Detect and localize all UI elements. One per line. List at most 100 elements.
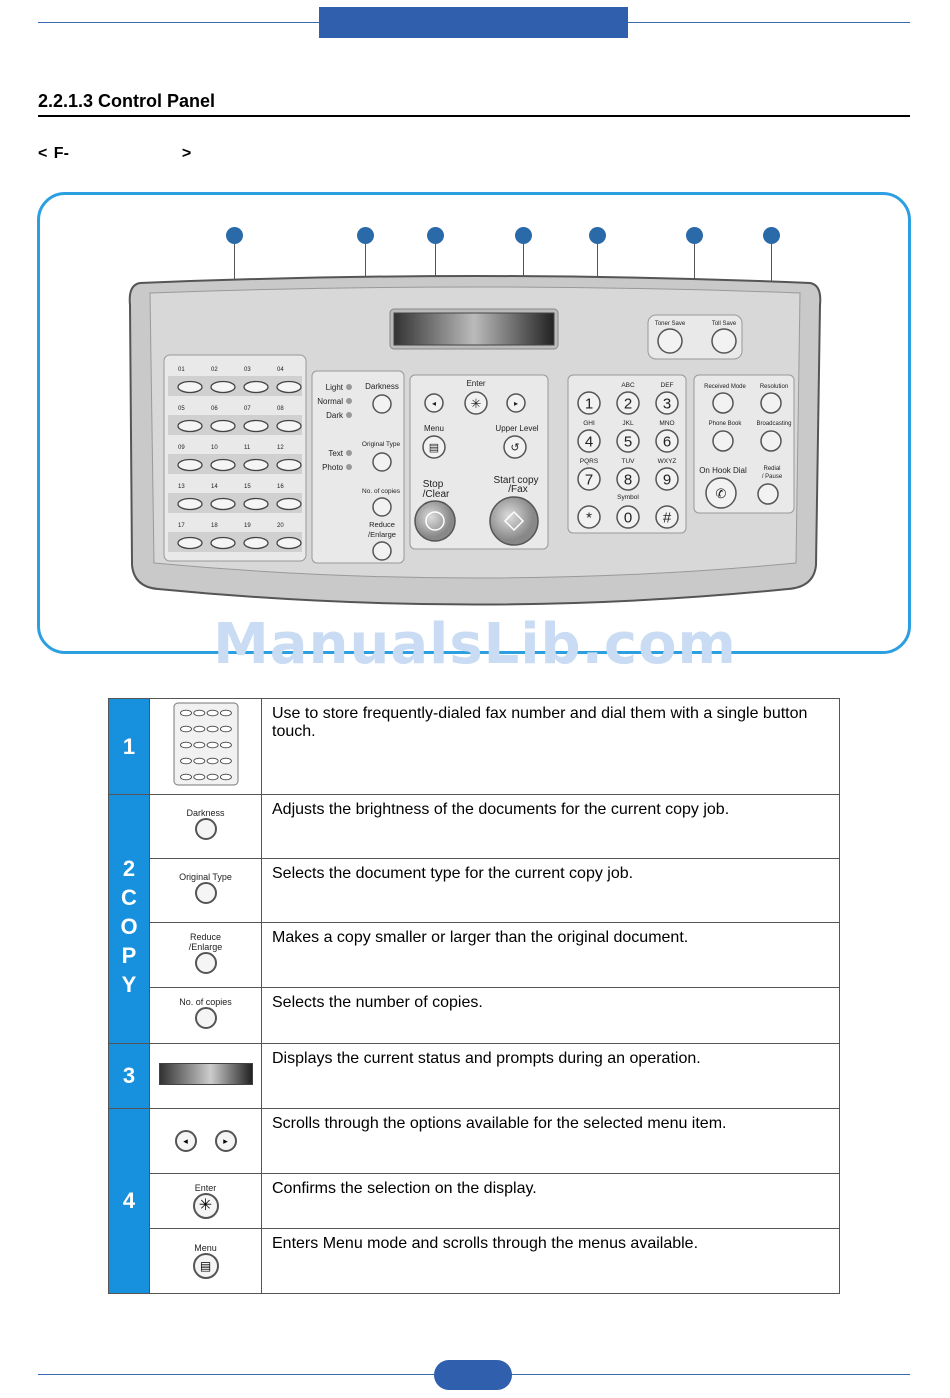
panel-label: ↺ <box>510 442 519 454</box>
panel-label: Start copy <box>493 475 538 486</box>
panel-label: 11 <box>244 445 251 451</box>
panel-label: Resolution <box>760 384 788 390</box>
mini-panel <box>173 702 238 786</box>
row-description: Scrolls through the options available fo… <box>261 1108 840 1174</box>
one-touch-key <box>243 380 269 394</box>
callout-line <box>694 236 695 318</box>
mini-key <box>179 757 192 765</box>
panel-label: 1 <box>585 396 593 413</box>
panel-label: Stop <box>423 479 444 490</box>
one-touch-key <box>210 380 236 394</box>
mini-key <box>206 725 219 733</box>
panel-label: GHI <box>583 420 595 427</box>
panel-label: Text <box>328 449 343 458</box>
toll-save-button <box>711 328 737 354</box>
panel-label: 13 <box>178 484 185 490</box>
panel-label: /Enlarge <box>368 530 396 539</box>
darkness-icon: Darkness <box>149 794 262 859</box>
indicator-led <box>346 412 352 418</box>
keypad-key <box>655 429 679 453</box>
stop-symbol <box>425 511 445 531</box>
panel-label: /Clear <box>423 489 450 500</box>
darkness-button <box>372 394 392 414</box>
row-description: Selects the number of copies. <box>261 987 840 1044</box>
panel-label: PQRS <box>580 458 599 465</box>
panel-label: Symbol <box>617 494 639 501</box>
mini-key <box>179 725 192 733</box>
panel-label: 02 <box>211 367 218 373</box>
keypad-key <box>577 467 601 491</box>
table-row: Original Type Selects the document type … <box>109 858 840 923</box>
reduce-enlarge-icon: Reduce /Enlarge <box>149 922 262 988</box>
keypad-key <box>616 505 640 529</box>
one-touch-keys-icon <box>149 698 262 795</box>
mini-key <box>192 725 205 733</box>
redial-pause-button <box>757 483 779 505</box>
panel-label: 19 <box>244 523 251 529</box>
keypad-key <box>616 429 640 453</box>
callout-marker <box>226 227 243 244</box>
keypad-key <box>577 505 601 529</box>
on-hook-dial-button <box>705 477 737 509</box>
mini-key <box>206 757 219 765</box>
mini-key <box>219 725 232 733</box>
indicator-led <box>346 384 352 390</box>
one-touch-key <box>243 497 269 511</box>
received-mode-button <box>712 392 734 414</box>
mini-key <box>179 709 192 717</box>
keypad-key <box>655 391 679 415</box>
panel-label: 3 <box>663 396 671 413</box>
callout-marker <box>515 227 532 244</box>
one-touch-key <box>276 458 302 472</box>
mini-key <box>206 709 219 717</box>
panel-label: 9 <box>663 472 671 489</box>
panel-label: 08 <box>277 406 284 412</box>
one-touch-key <box>177 536 203 550</box>
row-description: Displays the current status and prompts … <box>261 1043 840 1109</box>
panel-label: WXYZ <box>658 458 677 465</box>
panel-label: 14 <box>211 484 218 490</box>
original-type-button <box>372 452 392 472</box>
panel-label: 4 <box>585 434 593 451</box>
mini-key <box>192 773 205 781</box>
resolution-button <box>760 392 782 414</box>
keypad-key <box>577 391 601 415</box>
menu-icon: Menu▤ <box>149 1228 262 1294</box>
reduce-enlarge-button <box>372 541 392 561</box>
panel-label: Broadcasting <box>756 421 791 427</box>
panel-label: 12 <box>277 445 284 451</box>
mini-key <box>206 773 219 781</box>
start-symbol <box>503 510 525 532</box>
menu-button <box>422 435 446 459</box>
title-rule <box>38 115 910 117</box>
panel-label: ABC <box>621 382 635 389</box>
row-description: Confirms the selection on the display. <box>261 1173 840 1229</box>
table-row: Menu▤ Enters Menu mode and scrolls throu… <box>109 1228 840 1294</box>
table-row: 1 Use to store frequently-dialed fax num… <box>108 698 840 795</box>
panel-label: 8 <box>624 472 632 489</box>
no-of-copies-icon: No. of copies <box>149 987 262 1044</box>
no-of-copies-button <box>372 497 392 517</box>
mini-key <box>179 773 192 781</box>
legend-table: 1 Use to store frequently-dialed fax num… <box>108 698 840 1294</box>
panel-label: Dark <box>326 411 344 420</box>
row-description: Selects the document type for the curren… <box>261 858 840 923</box>
row-number: 3 <box>108 1043 150 1109</box>
table-row: Enter✳ Confirms the selection on the dis… <box>109 1173 840 1229</box>
panel-label: 06 <box>211 406 218 412</box>
table-row: Reduce /Enlarge Makes a copy smaller or … <box>109 922 840 988</box>
panel-label: Photo <box>322 463 343 472</box>
keypad-key <box>655 505 679 529</box>
indicator-led <box>346 398 352 404</box>
panel-label: 6 <box>663 434 671 451</box>
panel-label: 18 <box>211 523 218 529</box>
table-row: No. of copies Selects the number of copi… <box>109 987 840 1044</box>
panel-label: Toll Save <box>712 321 737 327</box>
panel-label: ▸ <box>514 399 518 408</box>
scroll-arrows-icon: ◂▸ <box>149 1108 262 1174</box>
panel-label: ◂ <box>432 399 436 408</box>
enter-button <box>464 391 488 415</box>
one-touch-key <box>210 458 236 472</box>
one-touch-key <box>276 536 302 550</box>
